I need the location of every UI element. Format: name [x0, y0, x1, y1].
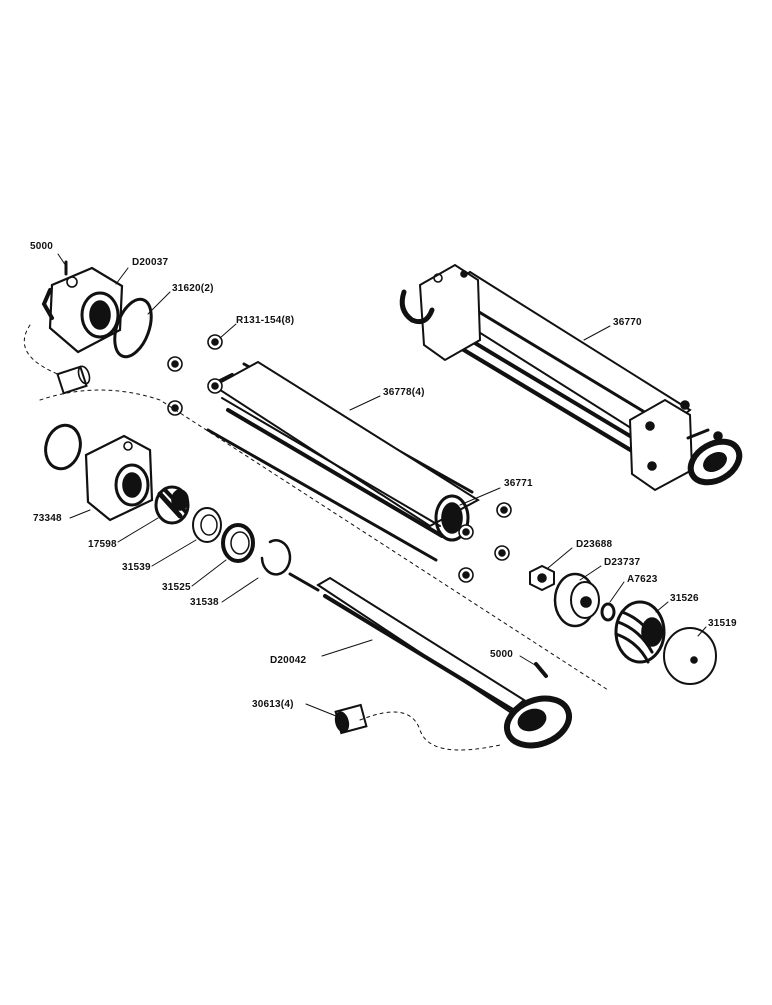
rear-bushing — [56, 365, 91, 395]
bushing-30613 — [334, 703, 368, 735]
o-ring-31620 — [113, 297, 153, 359]
part-label-d23737: D23737 — [604, 557, 641, 568]
seal-31525 — [221, 523, 255, 563]
part-label-30613: 30613(4) — [252, 699, 294, 710]
part-label-31620: 31620(2) — [172, 283, 214, 294]
nut-d23688 — [529, 564, 555, 592]
part-label-31525: 31525 — [162, 582, 191, 593]
part-label-36778: 36778(4) — [383, 387, 425, 398]
part-label-17598: 17598 — [88, 539, 117, 550]
tube-and-tie-rods — [206, 360, 480, 562]
piston-d23737 — [553, 572, 600, 628]
cap-31519 — [663, 627, 717, 685]
piston-rod — [288, 572, 572, 749]
part-label-31539: 31539 — [122, 562, 151, 573]
part-label-d23688: D23688 — [576, 539, 613, 550]
part-label-5000-rod: 5000 — [490, 649, 514, 660]
o-ring-a7623 — [600, 602, 616, 622]
leader-lines — [57, 253, 707, 717]
part-label-r131-154: R131-154(8) — [236, 315, 295, 326]
center-lines — [23, 324, 609, 751]
gland-17598 — [154, 485, 190, 525]
part-label-d20037: D20037 — [132, 257, 169, 268]
part-label-d20042: D20042 — [270, 655, 307, 666]
piston-seal-31526 — [614, 600, 666, 664]
part-label-31526: 31526 — [670, 593, 699, 604]
assembled-cylinder — [399, 263, 743, 492]
part-label-36770: 36770 — [613, 317, 642, 328]
part-label-31519: 31519 — [708, 618, 737, 629]
part-label-36771: 36771 — [504, 478, 533, 489]
part-label-5000-head: 5000 — [30, 241, 54, 252]
o-ring-left — [44, 423, 82, 471]
snap-ring-31538 — [260, 539, 292, 576]
front-head — [84, 434, 154, 522]
part-label-31538: 31538 — [190, 597, 219, 608]
washer-31539 — [192, 507, 222, 543]
rear-head — [41, 260, 124, 354]
part-label-73348: 73348 — [33, 513, 62, 524]
tie-rod-nuts — [167, 334, 512, 583]
part-label-a7623: A7623 — [627, 574, 658, 585]
